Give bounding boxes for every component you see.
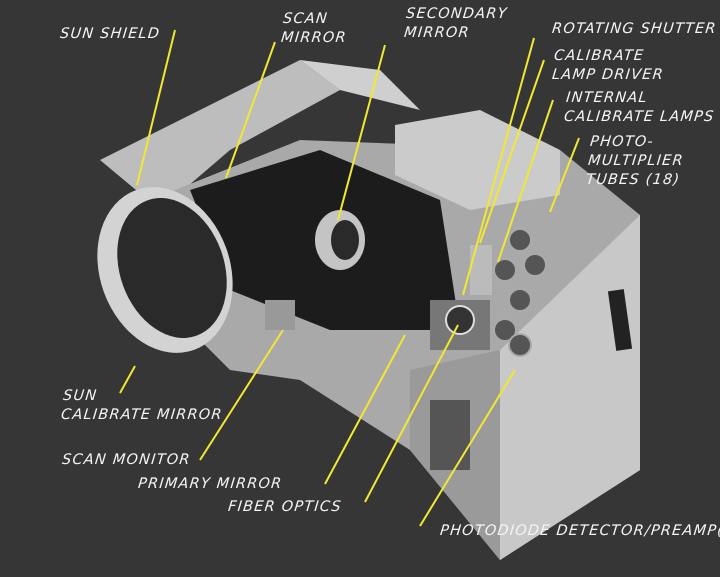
leader-secondary-mirror [337, 44, 386, 221]
label-calibrate-lamp-driver: CALIBRATE LAMP DRIVER [551, 48, 665, 83]
label-primary-mirror: PRIMARY MIRROR [137, 476, 284, 492]
instrument-body [97, 60, 640, 560]
leader-photodiode [419, 369, 516, 527]
label-sun-shield: SUN SHIELD [59, 26, 161, 42]
leader-photomultiplier [549, 137, 580, 213]
leader-scan-mirror [225, 41, 276, 179]
leader-lamp-driver [479, 59, 545, 244]
nameplate [607, 289, 633, 351]
housing-right-face [500, 215, 640, 560]
label-secondary-mirror: SECONDARY MIRROR [403, 6, 509, 41]
label-fiber-optics: FIBER OPTICS [227, 499, 343, 515]
leader-fiber-optics [364, 324, 459, 503]
leader-primary-mirror [324, 334, 406, 485]
leader-internal-lamps [497, 99, 554, 263]
leader-sun-calibrate [119, 365, 136, 394]
label-rotating-shutter: ROTATING SHUTTER [551, 21, 718, 37]
leader-lines [119, 29, 580, 527]
label-photodiode-detector: PHOTODIODE DETECTOR/PREAMP(6) [439, 523, 720, 539]
label-scan-mirror: SCAN MIRROR [280, 11, 348, 46]
leader-sun-shield [136, 29, 176, 186]
label-photomultiplier-tubes: PHOTO- MULTIPLIER TUBES (18) [585, 134, 685, 188]
sun-shield-top [100, 60, 340, 210]
scan-monitor-shape [265, 300, 295, 330]
leader-rotating-shutter [462, 37, 535, 296]
label-scan-monitor: SCAN MONITOR [61, 452, 192, 468]
label-internal-calibrate-lamps: INTERNAL CALIBRATE LAMPS [563, 90, 716, 125]
photomultiplier-tubes [493, 228, 547, 357]
leader-scan-monitor [199, 329, 284, 461]
label-sun-calibrate-mirror: SUN CALIBRATE MIRROR [60, 388, 224, 423]
